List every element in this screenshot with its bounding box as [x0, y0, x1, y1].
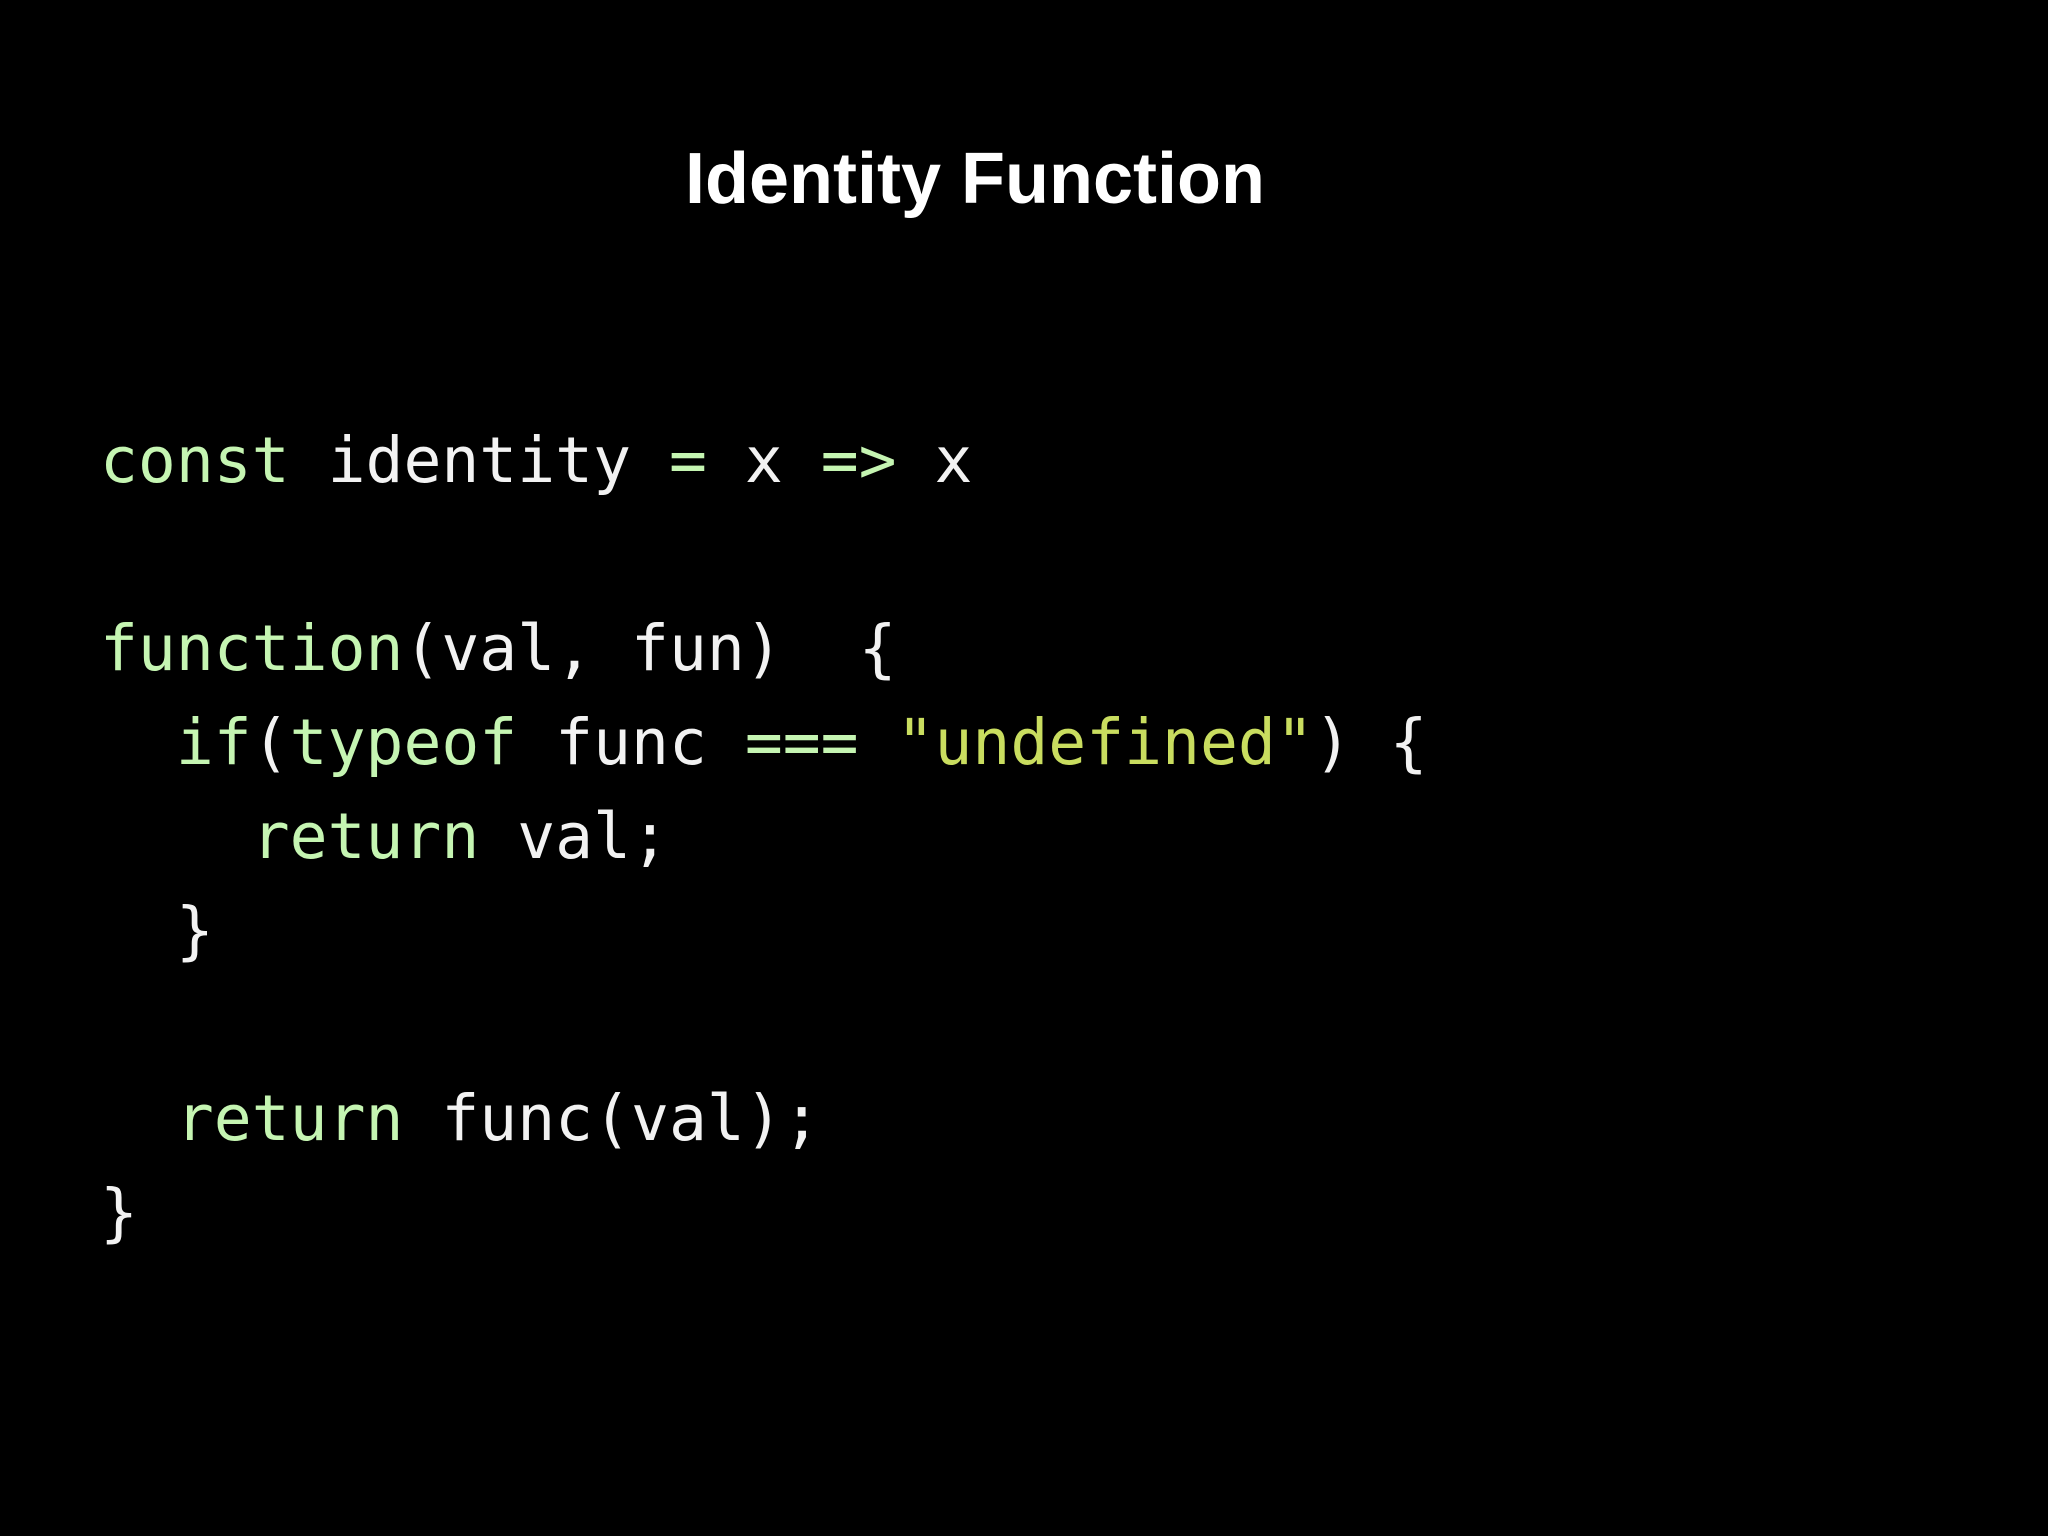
- code-keyword-token: function: [100, 612, 404, 685]
- code-keyword-token: =>: [820, 424, 897, 497]
- code-line: [100, 978, 1428, 1072]
- code-text-token: func: [517, 706, 745, 779]
- code-line: }: [100, 1166, 1428, 1260]
- code-text-token: (val, fun) {: [403, 612, 897, 685]
- code-keyword-token: ===: [744, 706, 859, 779]
- code-line: if(typeof func === "undefined") {: [100, 696, 1428, 790]
- code-text-token: val;: [479, 800, 669, 873]
- code-text-token: }: [100, 894, 214, 967]
- code-line: }: [100, 884, 1428, 978]
- code-line: return func(val);: [100, 1072, 1428, 1166]
- code-keyword-token: return: [251, 800, 480, 873]
- code-line: return val;: [100, 790, 1428, 884]
- code-keyword-token: typeof: [289, 706, 518, 779]
- code-text-token: func(val);: [403, 1082, 821, 1155]
- code-keyword-token: =: [668, 424, 707, 497]
- code-text-token: identity: [289, 424, 669, 497]
- code-text-token: [100, 706, 176, 779]
- code-text-token: [100, 800, 252, 873]
- code-keyword-token: return: [175, 1082, 404, 1155]
- code-line: const identity = x => x: [100, 414, 1428, 508]
- code-text-token: }: [100, 1176, 138, 1249]
- code-text-token: [859, 706, 897, 779]
- code-text-token: ) {: [1313, 706, 1428, 779]
- code-block: const identity = x => x function(val, fun…: [100, 414, 1428, 1260]
- code-line: function(val, fun) {: [100, 602, 1428, 696]
- code-line: [100, 508, 1428, 602]
- code-text-token: (: [251, 706, 290, 779]
- code-text-token: [100, 1082, 176, 1155]
- code-keyword-token: if: [175, 706, 252, 779]
- code-keyword-token: const: [100, 424, 290, 497]
- code-text-token: x: [706, 424, 821, 497]
- code-string-token: "undefined": [896, 706, 1314, 779]
- slide-title: Identity Function: [685, 139, 1265, 219]
- code-text-token: x: [896, 424, 973, 497]
